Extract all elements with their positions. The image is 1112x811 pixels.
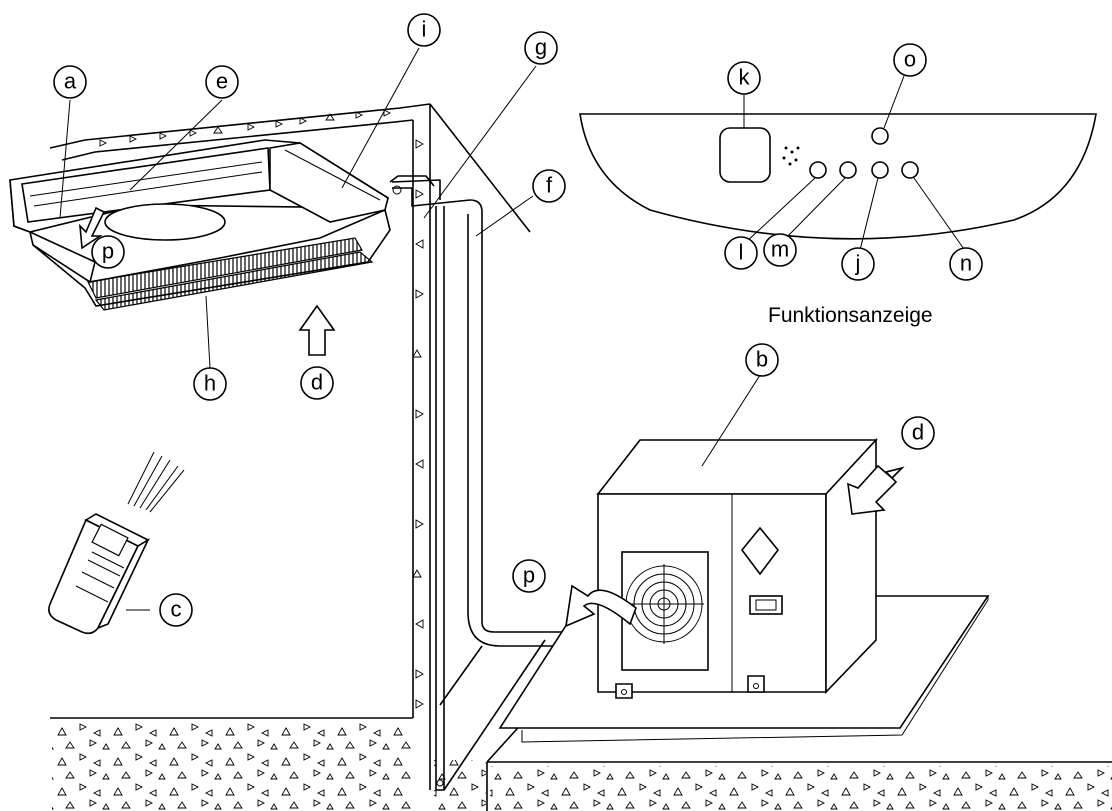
svg-text:a: a [64,69,77,94]
svg-text:m: m [771,237,789,262]
wall-gravel [412,139,424,709]
outdoor-unit [498,437,990,743]
function-display-caption: Funktionsanzeige [768,304,933,327]
svg-text:l: l [739,240,744,265]
indicator-m [839,161,857,179]
callout-n: n [949,247,983,281]
callout-e: e [205,65,239,99]
callout-k: k [727,61,761,95]
display-dots [782,146,800,166]
indoor-intake-arrow [298,304,336,356]
ceiling-gravel [99,109,392,147]
svg-text:f: f [546,173,553,198]
indicator-j [871,161,889,179]
callout-c: c [159,593,193,627]
refrigerant-pipe [391,179,600,791]
callout-o: o [893,43,927,77]
svg-text:j: j [855,251,861,276]
remote-control [48,451,185,635]
callout-j: j [841,247,875,281]
svg-text:d: d [311,370,323,395]
svg-text:g: g [535,35,547,60]
svg-text:i: i [422,17,427,42]
indoor-unit [9,139,435,311]
outdoor-airflow-arrow [564,584,637,628]
svg-text:p: p [523,563,535,588]
callout-m: m [763,233,797,267]
svg-text:n: n [960,251,972,276]
outdoor-intake-arrow [847,464,905,515]
callout-l: l [724,236,758,270]
callout-d-indoor: d [300,366,334,400]
indicator-n [901,161,919,179]
svg-text:o: o [904,47,916,72]
svg-text:e: e [216,69,228,94]
indoor-airflow-arrow [79,206,106,250]
svg-text:p: p [102,239,114,264]
callout-p-indoor: p [91,235,125,269]
leader-lines [59,47,967,611]
svg-text:k: k [739,65,751,90]
callout-h: h [193,367,227,401]
svg-text:b: b [756,347,768,372]
callout-g: g [524,31,558,65]
indicator-l [809,161,827,179]
callout-b: b [745,343,779,377]
function-display-panel [579,113,1097,240]
svg-text:d: d [912,420,924,445]
callout-i: i [407,13,441,47]
callout-d-outdoor: d [901,416,935,450]
svg-text:h: h [204,371,216,396]
svg-text:c: c [171,597,182,622]
callout-a: a [53,65,87,99]
callout-f: f [532,169,566,203]
callout-p-outdoor: p [512,559,546,593]
indicator-o [871,127,889,145]
